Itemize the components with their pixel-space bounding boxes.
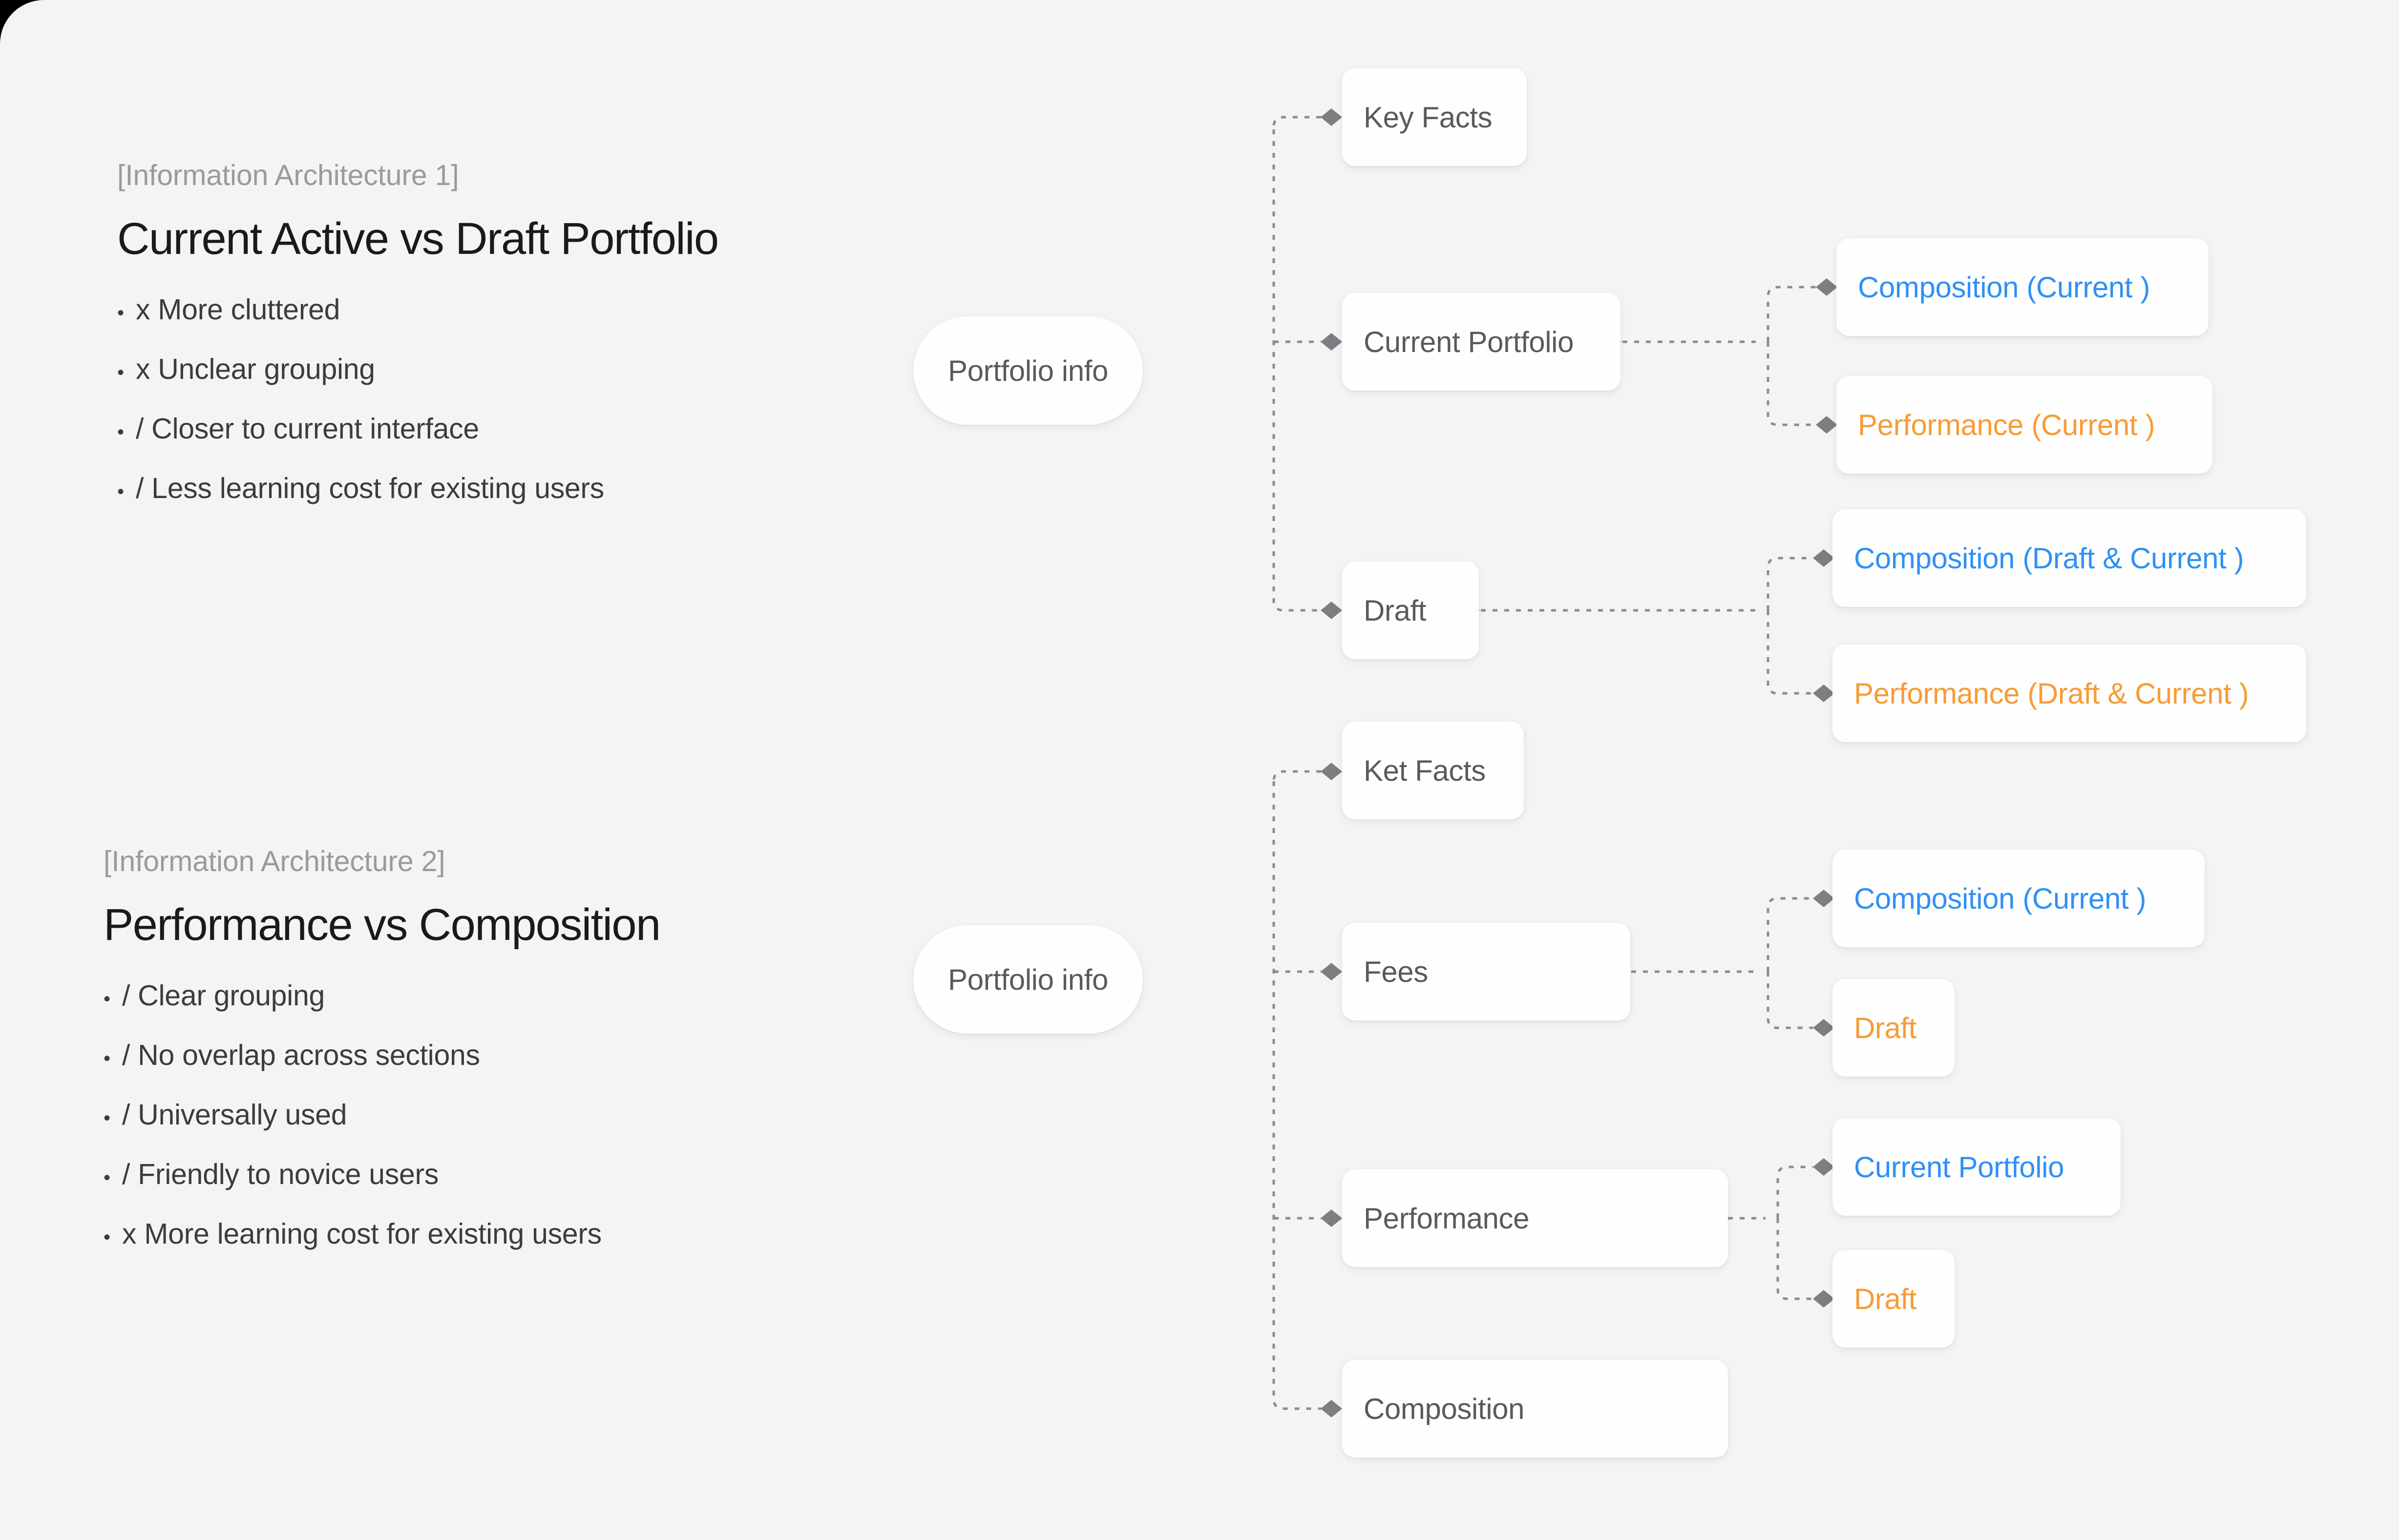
diamond-marker	[1321, 963, 1342, 980]
bullet-text: / Clear grouping	[122, 979, 325, 1012]
node-label: Performance (Current )	[1858, 408, 2155, 441]
list-item: • / Less learning cost for existing user…	[117, 472, 718, 505]
node-label: Composition	[1364, 1392, 1525, 1425]
node-label: Key Facts	[1364, 101, 1493, 134]
connector-draft-child-2	[1767, 610, 1813, 695]
bullet-dot-icon: •	[104, 1048, 111, 1069]
list-item: • / Clear grouping	[104, 979, 660, 1012]
bullet-text: / Closer to current interface	[136, 413, 479, 445]
diagram-1-node-draft[interactable]: Draft	[1342, 562, 1479, 659]
section-2-copy: [Information Architecture 2] Performance…	[104, 845, 661, 1277]
section-2-headline: Performance vs Composition	[104, 900, 661, 950]
diagram-1-leaf-composition-current[interactable]: Composition (Current )	[1836, 238, 2209, 336]
list-item: • x Unclear grouping	[117, 353, 718, 386]
connector-fees-child-2	[1767, 972, 1813, 1029]
diagram-1-leaf-performance-draft-current[interactable]: Performance (Draft & Current )	[1832, 645, 2306, 742]
diagram-2-leaf-fees-draft[interactable]: Draft	[1832, 979, 1955, 1077]
diagram-1-node-key-facts[interactable]: Key Facts	[1342, 68, 1527, 166]
diamond-marker	[1321, 108, 1342, 126]
list-item: • / Closer to current interface	[117, 412, 718, 445]
bullet-dot-icon: •	[104, 1107, 111, 1129]
diagram-1-root-node[interactable]: Portfolio info	[913, 316, 1143, 425]
diamond-marker	[1816, 278, 1837, 296]
bullet-text: x Unclear grouping	[136, 353, 375, 385]
bullet-dot-icon: •	[117, 362, 125, 383]
connector-trunk-1-lower	[1272, 129, 1321, 612]
bullet-text: / Universally used	[122, 1099, 347, 1131]
connector-draft-child-1	[1767, 557, 1813, 610]
section-1-copy: [Information Architecture 1] Current Act…	[117, 159, 719, 531]
node-label: Draft	[1364, 594, 1427, 627]
connector-trunk-1-upper	[1272, 116, 1321, 127]
node-label: Composition (Current )	[1858, 271, 2150, 304]
diamond-marker	[1813, 685, 1834, 702]
diamond-marker	[1321, 1400, 1342, 1417]
section-2-bullet-list: • / Clear grouping • / No overlap across…	[104, 979, 660, 1250]
connector-cp-child-1	[1767, 286, 1816, 342]
section-1-headline: Current Active vs Draft Portfolio	[117, 214, 719, 264]
bullet-dot-icon: •	[117, 481, 125, 502]
diagram-1-leaf-composition-draft-current[interactable]: Composition (Draft & Current )	[1832, 509, 2306, 607]
section-2-eyebrow: [Information Architecture 2]	[104, 845, 445, 877]
node-label: Fees	[1364, 955, 1428, 988]
diagram-2-leaf-performance-draft[interactable]: Draft	[1832, 1250, 1955, 1348]
list-item: • x More cluttered	[117, 293, 718, 326]
diagram-2-root-node[interactable]: Portfolio info	[913, 925, 1143, 1034]
bullet-dot-icon: •	[117, 421, 125, 443]
connector-cp-child-2	[1767, 342, 1816, 426]
section-1-bullet-list: • x More cluttered • x Unclear grouping …	[117, 293, 718, 505]
diagram-1-leaf-performance-current[interactable]: Performance (Current )	[1836, 376, 2212, 474]
node-label: Performance (Draft & Current )	[1854, 677, 2249, 710]
diagram-2-node-ket-facts[interactable]: Ket Facts	[1342, 722, 1524, 819]
bullet-text: / Less learning cost for existing users	[136, 472, 604, 504]
diagram-2-node-performance[interactable]: Performance	[1342, 1169, 1728, 1267]
bullet-text: x More learning cost for existing users	[122, 1218, 602, 1250]
node-label: Draft	[1854, 1282, 1917, 1315]
diamond-marker	[1321, 1209, 1342, 1227]
node-label: Portfolio info	[948, 354, 1108, 387]
diamond-marker	[1816, 416, 1837, 434]
diamond-marker	[1813, 1158, 1834, 1176]
connector-perf-child-1	[1776, 1165, 1813, 1218]
node-label: Current Portfolio	[1854, 1150, 2064, 1184]
connector-fees-child-1	[1767, 897, 1813, 972]
bullet-dot-icon: •	[117, 302, 125, 324]
diamond-marker	[1813, 549, 1834, 567]
bullet-text: x More cluttered	[136, 293, 340, 326]
diamond-marker	[1813, 1019, 1834, 1037]
diamond-marker	[1321, 333, 1342, 351]
node-label: Composition (Draft & Current )	[1854, 541, 2244, 575]
diamond-marker	[1813, 1290, 1834, 1308]
bullet-dot-icon: •	[104, 1167, 111, 1188]
section-1-eyebrow: [Information Architecture 1]	[117, 159, 459, 191]
node-label: Portfolio info	[948, 963, 1108, 996]
list-item: • / Friendly to novice users	[104, 1158, 660, 1191]
bullet-text: / No overlap across sections	[122, 1039, 480, 1071]
bullet-dot-icon: •	[104, 1227, 111, 1248]
connector-trunk-2-lower	[1272, 781, 1321, 1410]
list-item: • / Universally used	[104, 1098, 660, 1131]
diagram-1-node-current-portfolio[interactable]: Current Portfolio	[1342, 293, 1620, 391]
node-label: Composition (Current )	[1854, 882, 2146, 915]
connector-perf-child-2	[1776, 1218, 1813, 1300]
diagram-2-leaf-current-portfolio[interactable]: Current Portfolio	[1832, 1118, 2121, 1216]
list-item: • / No overlap across sections	[104, 1039, 660, 1072]
node-label: Performance	[1364, 1202, 1530, 1235]
diagram-2-node-composition[interactable]: Composition	[1342, 1360, 1728, 1457]
node-label: Ket Facts	[1364, 754, 1486, 787]
list-item: • x More learning cost for existing user…	[104, 1217, 660, 1250]
connector-trunk-2-top	[1272, 770, 1321, 782]
bullet-text: / Friendly to novice users	[122, 1158, 439, 1190]
node-label: Current Portfolio	[1364, 325, 1574, 358]
diamond-marker	[1813, 890, 1834, 907]
node-label: Draft	[1854, 1011, 1917, 1044]
bullet-dot-icon: •	[104, 988, 111, 1010]
diamond-marker	[1321, 763, 1342, 780]
diagram-2-node-fees[interactable]: Fees	[1342, 923, 1630, 1020]
diamond-marker	[1321, 602, 1342, 619]
diagram-2-leaf-composition-current[interactable]: Composition (Current )	[1832, 850, 2205, 947]
